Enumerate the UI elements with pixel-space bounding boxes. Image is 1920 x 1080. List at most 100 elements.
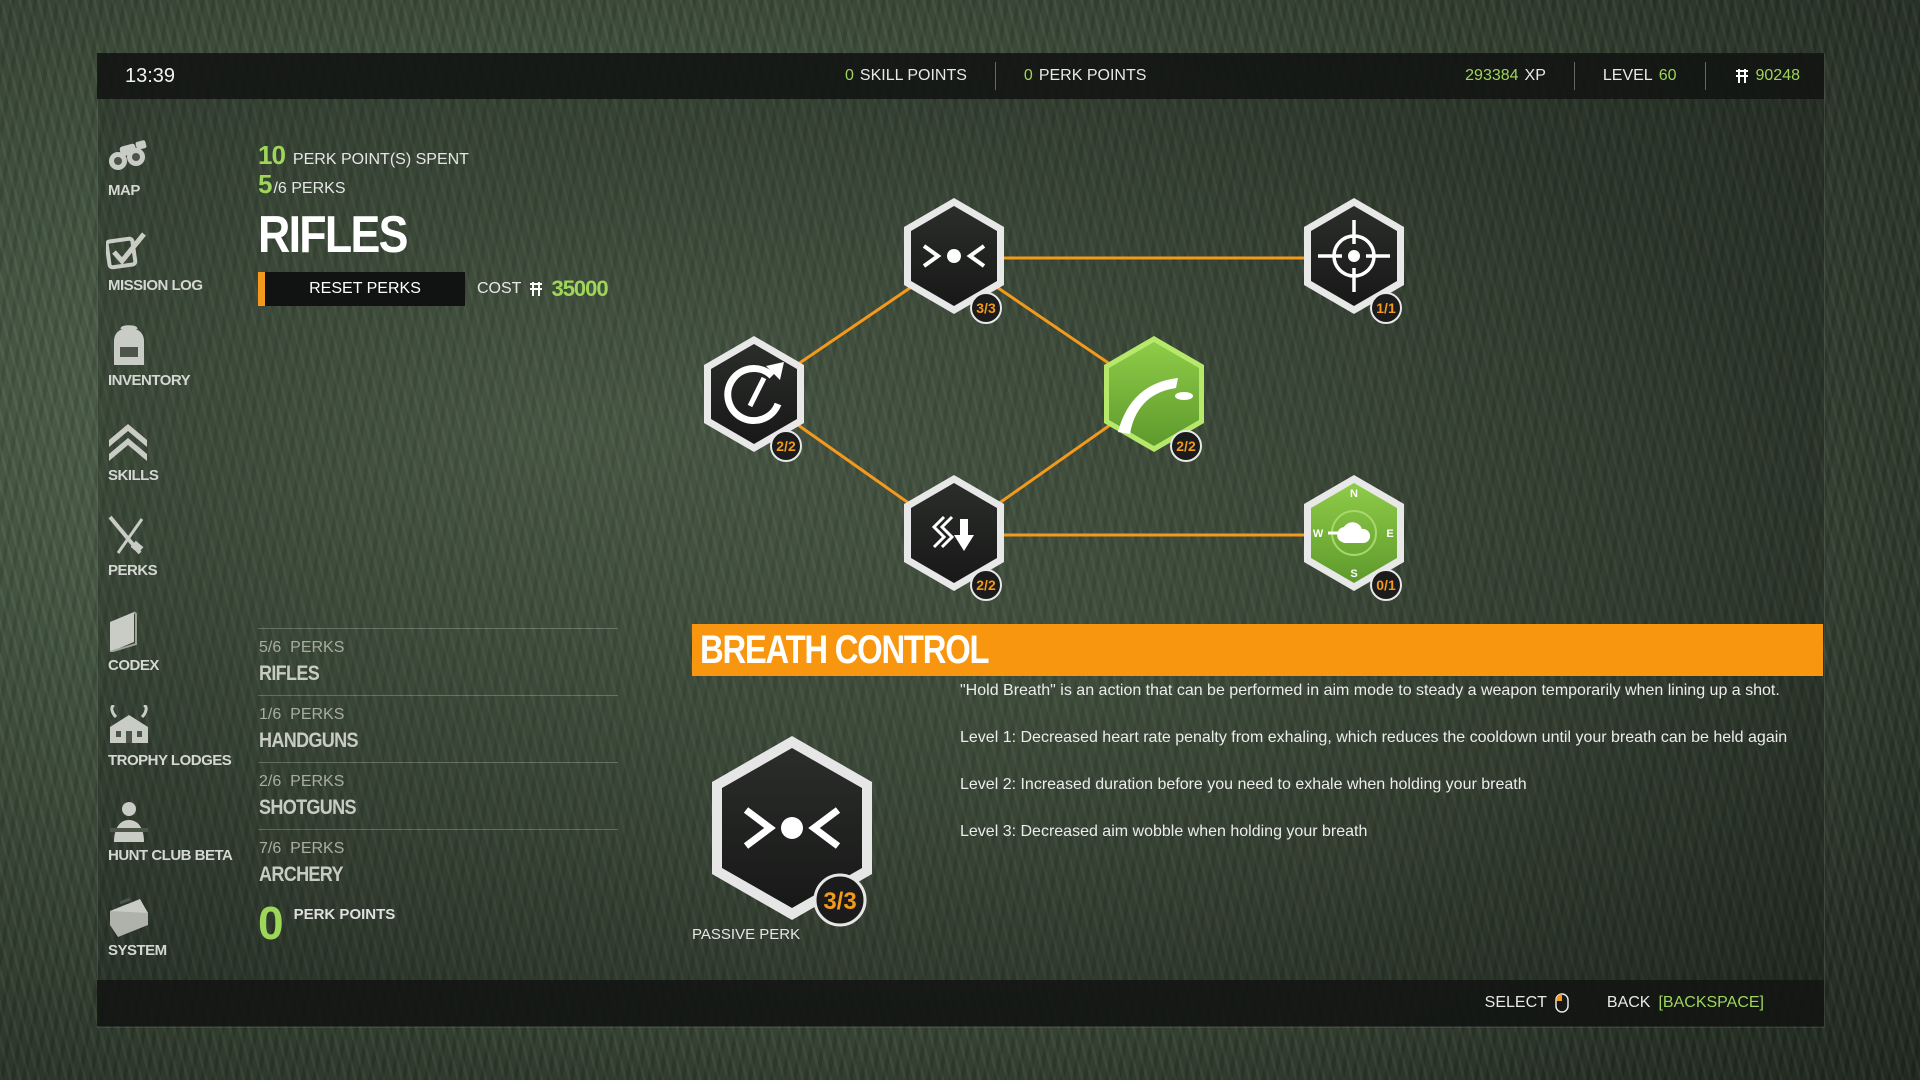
nav-item-inventory[interactable]: INVENTORY	[106, 325, 226, 420]
spent-value: 10	[258, 140, 286, 170]
nav-label: MAP	[108, 182, 140, 199]
level-badge-text: 2/2	[976, 577, 996, 593]
category-count-label: PERKS	[290, 840, 345, 857]
perk-summary: 10 PERK POINT(S) SPENT 5 /6 PERKS RIFLES…	[258, 140, 628, 306]
category-count: 1/6 PERKS	[259, 706, 344, 724]
perk-node-recoil[interactable]: 2/2	[904, 475, 1004, 601]
nav-item-perks[interactable]: PERKS	[106, 515, 226, 610]
perk-points-label: PERK POINTS	[1038, 67, 1147, 84]
compass-wind-icon	[1328, 510, 1377, 556]
perk-description-line: Level 2: Increased duration before you n…	[960, 776, 1527, 793]
category-item-rifles[interactable]: 5/6 PERKS RIFLES	[258, 628, 618, 695]
perk-node-wind[interactable]: N E S W 0/1	[1304, 475, 1404, 601]
category-item-handguns[interactable]: 1/6 PERKS HANDGUNS	[258, 695, 618, 762]
nav-label: CODEX	[108, 657, 159, 674]
category-count-label: PERKS	[290, 639, 345, 656]
select-hint[interactable]: SELECT	[1485, 993, 1569, 1013]
nav-item-codex[interactable]: CODEX	[106, 610, 226, 705]
backpack-icon	[114, 325, 144, 365]
top-bar: 13:39 0 SKILL POINTS 0 PERK POINTS 29338…	[97, 53, 1824, 99]
compass-south: S	[1350, 568, 1357, 580]
compass-west: W	[1313, 528, 1324, 540]
level-badge	[1370, 569, 1402, 601]
nav-item-trophy-lodges[interactable]: TROPHY LODGES	[106, 705, 232, 800]
level-display: LEVEL 60	[1575, 62, 1705, 90]
currency-value: 90248	[1755, 67, 1801, 84]
category-item-shotguns[interactable]: 2/6 PERKS SHOTGUNS	[258, 762, 618, 829]
perks-owned-total: /6 PERKS	[273, 180, 346, 197]
nav-label: SKILLS	[108, 467, 159, 484]
level-badge-text: 3/3	[976, 300, 996, 316]
nav-item-system[interactable]: SYSTEM	[106, 895, 226, 990]
toolbox-icon	[110, 897, 148, 937]
available-perk-points-value: 0	[258, 897, 284, 949]
nav-item-skills[interactable]: SKILLS	[106, 420, 226, 515]
perk-detail-title: BREATH CONTROL	[700, 628, 990, 672]
category-count-label: PERKS	[290, 706, 345, 723]
nav-label: SYSTEM	[108, 942, 167, 959]
perk-category-list: 5/6 PERKS RIFLES 1/6 PERKS HANDGUNS 2/6 …	[258, 628, 618, 896]
crosshair-icon	[1318, 220, 1390, 292]
perk-description-line: "Hold Breath" is an action that can be p…	[960, 682, 1780, 699]
book-icon	[109, 611, 137, 652]
available-perk-points: 0 PERK POINTS	[258, 900, 395, 946]
cost-label: COST	[477, 280, 522, 297]
level-badge	[1370, 292, 1402, 324]
main-nav: MAP MISSION LOG INVENTORY SKILLS PERKS	[106, 135, 233, 990]
trajectory-icon	[1118, 378, 1193, 434]
perk-node-breath-control[interactable]: 3/3	[904, 198, 1004, 324]
perk-description: "Hold Breath" is an action that can be p…	[960, 680, 1800, 868]
currency-icon	[1735, 69, 1748, 83]
level-badge	[970, 292, 1002, 324]
perk-node-focus[interactable]: 1/1	[1304, 198, 1404, 324]
perks-owned: 5 /6 PERKS	[258, 169, 628, 200]
perks-owned-value: 5	[258, 169, 273, 199]
nav-item-map[interactable]: MAP	[106, 135, 226, 230]
reset-perks-button[interactable]: RESET PERKS	[258, 272, 465, 306]
reset-row: RESET PERKS COST 35000	[258, 272, 628, 306]
category-count: 5/6 PERKS	[259, 639, 344, 657]
select-label: SELECT	[1484, 994, 1547, 1011]
perk-points-value: 0	[1023, 67, 1033, 84]
category-count-value: 1/6	[259, 706, 282, 723]
spent-label: PERK POINT(S) SPENT	[292, 151, 469, 168]
chevron-rank-icon	[109, 424, 147, 461]
category-count: 2/6 PERKS	[259, 773, 344, 791]
category-name: SHOTGUNS	[259, 796, 357, 819]
mouse-left-click-icon	[1555, 993, 1569, 1013]
back-hint[interactable]: BACK [BACKSPACE]	[1607, 994, 1764, 1012]
perk-type-label: PASSIVE PERK	[692, 926, 801, 943]
category-item-archery[interactable]: 7/6 PERKS ARCHERY	[258, 829, 618, 896]
bottom-bar: SELECT BACK [BACKSPACE]	[97, 980, 1824, 1026]
divider	[1573, 62, 1575, 90]
level-badge	[970, 569, 1002, 601]
category-count-label: PERKS	[290, 773, 345, 790]
category-count-value: 2/6	[259, 773, 282, 790]
nav-item-mission-log[interactable]: MISSION LOG	[106, 230, 226, 325]
breath-icon	[922, 244, 986, 268]
available-perk-points-label: PERK POINTS	[293, 906, 396, 923]
level-badge	[1170, 430, 1202, 462]
level-badge-text: 0/1	[1376, 577, 1396, 593]
currency-icon	[530, 282, 543, 296]
perk-tree: 3/3 1/1 2/2 2/2	[704, 198, 1404, 601]
hunters-icon	[110, 802, 148, 842]
checkmark-icon	[106, 232, 146, 270]
lodge-icon	[110, 705, 148, 743]
points-spent: 10 PERK POINT(S) SPENT	[258, 140, 628, 171]
nav-label: HUNT CLUB BETA	[108, 847, 233, 864]
level-value: 60	[1658, 67, 1677, 84]
skill-points-value: 0	[845, 67, 854, 84]
xp-display: 293384 XP	[1437, 62, 1574, 90]
divider	[994, 62, 996, 90]
perk-node-reload[interactable]: 2/2	[704, 336, 804, 462]
nav-label: INVENTORY	[108, 372, 191, 389]
level-badge-text: 1/1	[1376, 300, 1396, 316]
nav-item-hunt-club[interactable]: HUNT CLUB BETA	[106, 800, 233, 895]
perk-node-ballistics[interactable]: 2/2	[1104, 336, 1204, 462]
skill-points-label: SKILL POINTS	[859, 67, 967, 84]
level-badge	[770, 430, 802, 462]
skill-points: 0 SKILL POINTS	[817, 62, 995, 90]
crossed-rifles-icon	[108, 515, 144, 555]
currency-display: 90248	[1706, 62, 1801, 90]
